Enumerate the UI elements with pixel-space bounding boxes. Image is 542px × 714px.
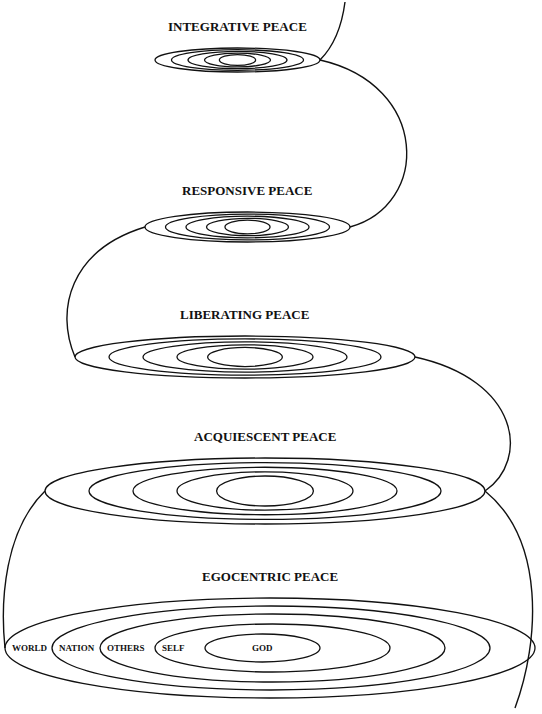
ellipse-shape (155, 48, 320, 72)
peace-ellipse: NATION OTHERS SELF GOD (52, 606, 490, 690)
level-title: EGOCENTRIC PEACE (202, 570, 338, 583)
ellipse-outline (208, 347, 283, 366)
ellipse-outline (75, 336, 415, 378)
ring-label: WORLD (12, 644, 47, 653)
ring-label: GOD (252, 644, 273, 653)
ellipse-outline (5, 598, 535, 698)
ellipse-outline (186, 216, 309, 238)
spiral-segment (3, 491, 45, 648)
ellipse-outline (89, 463, 441, 520)
ellipse-outline (109, 339, 381, 375)
ellipse-outline (172, 50, 304, 71)
level-title: LIBERATING PEACE (180, 308, 309, 321)
ellipse-outline (219, 55, 255, 66)
ring-label: SELF (162, 644, 185, 653)
ellipse-outline (145, 212, 350, 242)
ellipse-shape (45, 458, 485, 524)
ellipse-outline (133, 467, 397, 515)
ellipse-outline (177, 345, 313, 369)
ellipse-outline (52, 606, 490, 690)
level-title: ACQUIESCENT PEACE (194, 430, 336, 443)
ellipse-outline (207, 218, 289, 235)
peace-ellipse: INTEGRATIVE PEACE (155, 48, 320, 72)
peace-ellipse: SELF GOD (155, 624, 390, 672)
ellipse-outline (225, 220, 270, 234)
ellipse-outline (205, 634, 320, 662)
ellipse-outline (188, 51, 287, 68)
spiral-segment (320, 60, 407, 227)
ellipse-outline (205, 53, 271, 67)
ellipse-outline (155, 624, 390, 672)
peace-ellipse: EGOCENTRIC PEACEWORLDNATIONOTHERSSELFGOD (5, 598, 535, 698)
ellipse-outline (166, 214, 330, 240)
peace-ellipse: LIBERATING PEACE (75, 336, 415, 378)
spiral-segment (415, 357, 510, 491)
ring-label: OTHERS (107, 644, 145, 653)
spiral-segment (320, 2, 345, 60)
ellipse-shape (145, 212, 350, 242)
ellipse-outline (45, 458, 485, 524)
level-title: RESPONSIVE PEACE (182, 184, 312, 197)
peace-ellipse: RESPONSIVE PEACE (145, 212, 350, 242)
ellipse-outline (177, 472, 353, 510)
ellipse-outline (155, 48, 320, 72)
ellipse-outline (143, 342, 347, 372)
ring-label: NATION (59, 644, 94, 653)
spiral-segment (67, 227, 145, 357)
level-title: INTEGRATIVE PEACE (168, 20, 307, 33)
peace-ellipse: GOD (205, 634, 320, 662)
ellipse-outline (100, 614, 445, 682)
peace-ellipse: ACQUIESCENT PEACE (45, 458, 485, 524)
ellipse-shape (75, 336, 415, 378)
ellipse-outline (217, 476, 314, 506)
peace-ellipse: OTHERS SELF GOD (100, 614, 445, 682)
